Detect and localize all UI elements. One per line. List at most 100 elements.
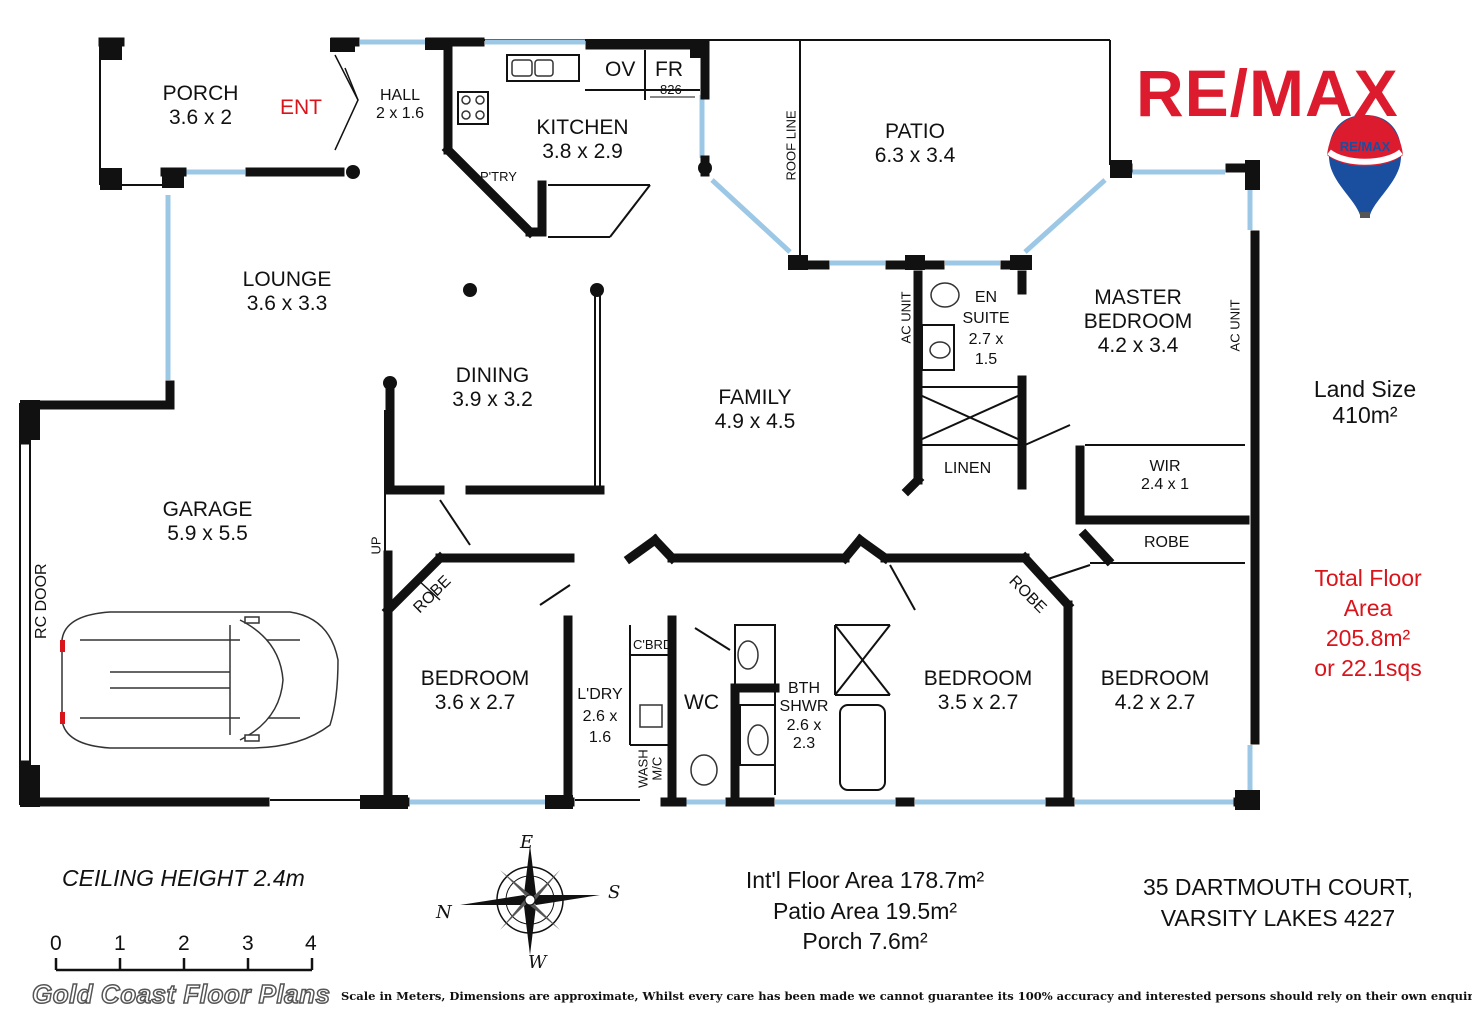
robe-label-master: ROBE — [1144, 534, 1190, 551]
wir-name: WIR — [1149, 458, 1181, 475]
family-name: FAMILY — [718, 386, 792, 409]
bath-line4: 2.3 — [792, 735, 816, 753]
ac-unit-label-ensuite: AC UNIT — [898, 291, 914, 344]
laundry-line2: 2.6 x — [582, 707, 618, 725]
porch-area: Porch 7.6m² — [802, 928, 928, 955]
scale-tick-0: 0 — [50, 932, 62, 955]
master-line1: MASTER — [1094, 286, 1182, 309]
compass-west: W — [528, 952, 547, 973]
ceiling-height: CEILING HEIGHT 2.4m — [62, 865, 305, 891]
corner-posts — [20, 38, 1260, 810]
wash-line1: WASH — [635, 749, 651, 788]
wash-label: WASH M/C — [635, 744, 664, 794]
bath-label: BTH SHWR 2.6 x 2.3 — [778, 680, 830, 754]
total-line3: 205.8m² — [1325, 624, 1411, 651]
garage-dim: 5.9 x 5.5 — [167, 522, 248, 546]
scale-bar — [54, 958, 314, 972]
kitchen-label: KITCHEN 3.8 x 2.9 — [525, 116, 640, 164]
windows — [165, 39, 1253, 805]
bedroom3-dim: 3.5 x 2.7 — [937, 691, 1019, 715]
porch-name: PORCH — [162, 82, 239, 105]
scale-tick-3: 3 — [242, 932, 254, 955]
ensuite-line3: 2.7 x — [968, 330, 1004, 348]
hall-label: HALL 2 x 1.6 — [368, 87, 432, 124]
total-line1: Total Floor — [1314, 565, 1422, 591]
garage-label: GARAGE 5.9 x 5.5 — [150, 498, 265, 546]
pantry-label: P'TRY — [480, 169, 517, 184]
compass-east: E — [520, 832, 534, 853]
fridge-label: FR — [655, 58, 683, 81]
kitchen-name: KITCHEN — [536, 116, 629, 139]
master-dim: 4.2 x 3.4 — [1097, 334, 1179, 358]
ensuite-line2: SUITE — [962, 309, 1010, 327]
address-line2: VARSITY LAKES 4227 — [1160, 904, 1396, 931]
bedroom4-label: BEDROOM 4.2 x 2.7 — [1095, 667, 1215, 715]
oven-label: OV — [605, 58, 636, 81]
bedroom3-name: BEDROOM — [923, 667, 1033, 690]
scale-tick-2: 2 — [178, 932, 190, 955]
ac-unit-label-master: AC UNIT — [1227, 299, 1243, 352]
family-dim: 4.9 x 4.5 — [714, 410, 796, 434]
roof-line-label: ROOF LINE — [783, 110, 799, 181]
remax-balloon — [1327, 115, 1403, 218]
bath-line1: BTH — [788, 680, 820, 697]
bedroom4-name: BEDROOM — [1100, 667, 1210, 690]
wir-label: WIR 2.4 x 1 — [1130, 458, 1200, 495]
scale-tick-4: 4 — [305, 932, 317, 955]
remax-balloon-text: RE/MAX — [1339, 139, 1391, 154]
address-line1: 35 DARTMOUTH COURT, — [1142, 874, 1414, 900]
kitchen-dim: 3.8 x 2.9 — [542, 140, 623, 164]
ensuite-label: EN SUITE 2.7 x 1.5 — [956, 288, 1016, 371]
wir-dim: 2.4 x 1 — [1140, 476, 1190, 494]
patio-label: PATIO 6.3 x 3.4 — [860, 120, 970, 168]
total-floor-area: Total Floor Area 205.8m² or 22.1sqs — [1298, 564, 1438, 684]
family-label: FAMILY 4.9 x 4.5 — [700, 386, 810, 434]
compass-rose — [460, 845, 600, 955]
entry-doors — [334, 54, 441, 601]
laundry-line3: 1.6 — [588, 729, 612, 747]
land-size: Land Size 410m² — [1300, 376, 1430, 429]
compass-north: N — [436, 902, 452, 923]
total-line2: Area — [1343, 594, 1393, 621]
bedroom2-name: BEDROOM — [420, 667, 530, 690]
rc-door-label: RC DOOR — [32, 563, 50, 639]
bedroom2-dim: 3.6 x 2.7 — [434, 691, 516, 715]
lounge-name: LOUNGE — [242, 268, 332, 291]
garage-name: GARAGE — [162, 498, 253, 521]
up-label: UP — [368, 536, 384, 555]
lounge-dim: 3.6 x 3.3 — [246, 292, 328, 316]
land-size-value: 410m² — [1332, 402, 1398, 429]
cupboard-label: C'BRD — [633, 637, 673, 652]
porch-dim: 3.6 x 2 — [168, 106, 233, 130]
dining-label: DINING 3.9 x 3.2 — [440, 364, 545, 412]
porch-label: PORCH 3.6 x 2 — [148, 82, 253, 130]
bedroom2-label: BEDROOM 3.6 x 2.7 — [415, 667, 535, 715]
dining-name: DINING — [455, 364, 530, 387]
brand-name: Gold Coast Floor Plans — [31, 978, 331, 1009]
linen-label: LINEN — [944, 460, 992, 477]
laundry-label: L'DRY 2.6 x 1.6 — [570, 684, 630, 749]
wc-label: WC — [684, 691, 719, 714]
disclaimer: Scale in Meters, Dimensions are approxim… — [341, 989, 1472, 1003]
hall-dim: 2 x 1.6 — [375, 105, 425, 123]
lounge-label: LOUNGE 3.6 x 3.3 — [232, 268, 342, 316]
car-drawing — [61, 611, 339, 749]
intl-floor-area: Int'l Floor Area 178.7m² — [745, 867, 985, 893]
bath-line3: 2.6 x — [786, 716, 822, 734]
master-line2: BEDROOM — [1083, 310, 1193, 334]
master-bedroom-label: MASTER BEDROOM 4.2 x 3.4 — [1078, 286, 1198, 358]
compass-south: S — [608, 882, 621, 903]
bath-line2: SHWR — [779, 698, 829, 716]
bedroom4-dim: 4.2 x 2.7 — [1114, 691, 1196, 715]
entry-label: ENT — [280, 96, 322, 119]
car-tail-lights — [60, 640, 65, 724]
remax-wordmark: RE/MAX — [1136, 56, 1399, 130]
hall-name: HALL — [379, 87, 421, 104]
land-size-label: Land Size — [1313, 376, 1417, 402]
laundry-line1: L'DRY — [577, 686, 623, 703]
fixtures — [461, 59, 960, 786]
total-line4: or 22.1sqs — [1314, 654, 1422, 681]
fridge-width-label: 826 — [660, 82, 682, 97]
wash-line2: M/C — [649, 756, 664, 781]
